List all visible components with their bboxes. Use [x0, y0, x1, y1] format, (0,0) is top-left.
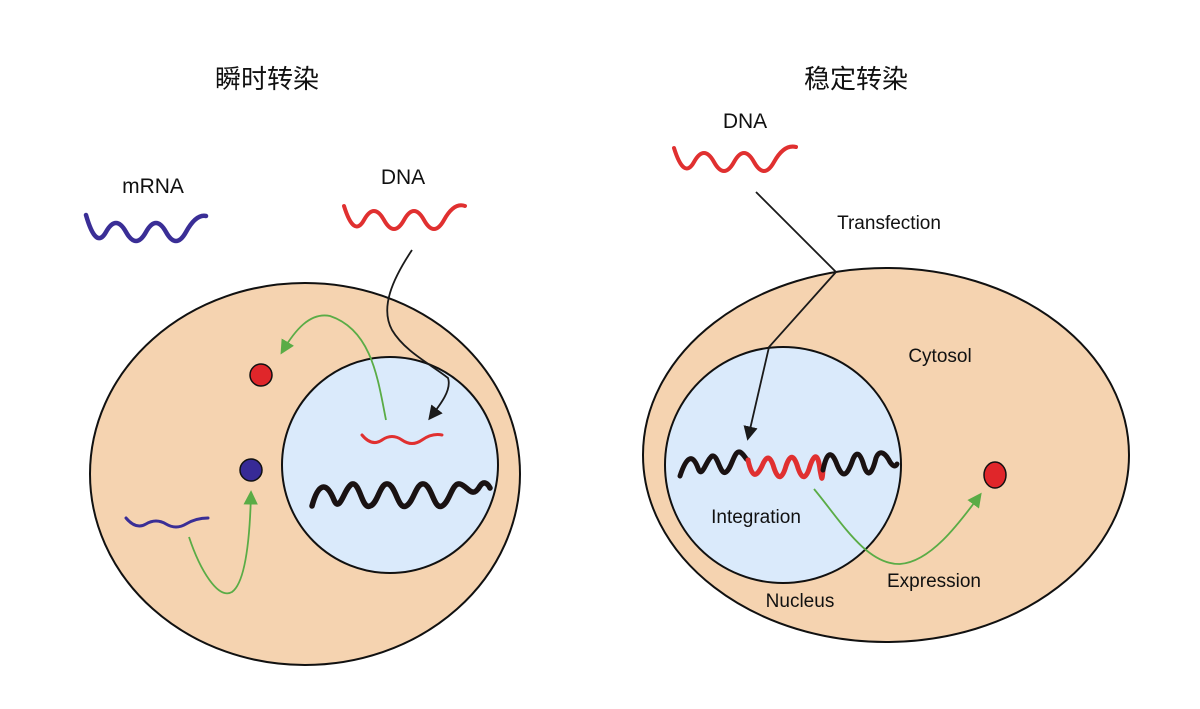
episomal-dna — [360, 433, 444, 445]
mrna-label: mRNA — [122, 175, 184, 198]
nucleus-label: Nucleus — [766, 591, 835, 612]
cytosolic-mrna — [124, 516, 210, 529]
host-chromosome-right — [820, 450, 900, 477]
dna-label-transient: DNA — [381, 166, 425, 189]
panel-title-transient: 瞬时转染 — [215, 65, 319, 95]
host-chromosome-left — [677, 449, 751, 479]
expression-arrow-stable — [813, 488, 982, 565]
cell-nucleus — [281, 356, 499, 574]
expression-arrow-dna — [280, 314, 387, 421]
transfection-label: Transfection — [837, 213, 941, 234]
integrated-dna — [745, 454, 826, 481]
dna-wave-icon — [342, 203, 467, 231]
panel-transient: 瞬时转染 mRNA DNA — [83, 65, 521, 666]
dna-wave-icon-stable — [672, 144, 798, 173]
protein-blue — [239, 458, 263, 482]
integration-label: Integration — [711, 507, 801, 528]
expression-arrow-mrna — [188, 490, 258, 595]
transfection-arrow — [743, 191, 838, 441]
mrna-wave-icon — [83, 212, 209, 244]
panel-stable: 稳定转染 DNA Transfection Cytosol Integratio… — [642, 65, 1130, 643]
panel-title-stable: 稳定转染 — [804, 65, 908, 95]
dna-delivery-arrow — [386, 249, 450, 421]
host-chromosome — [309, 480, 493, 510]
cytosol-label: Cytosol — [908, 346, 971, 367]
dna-label-stable: DNA — [723, 110, 767, 133]
expression-label: Expression — [887, 571, 981, 592]
protein-red — [249, 363, 273, 387]
protein-red-stable — [983, 461, 1007, 489]
